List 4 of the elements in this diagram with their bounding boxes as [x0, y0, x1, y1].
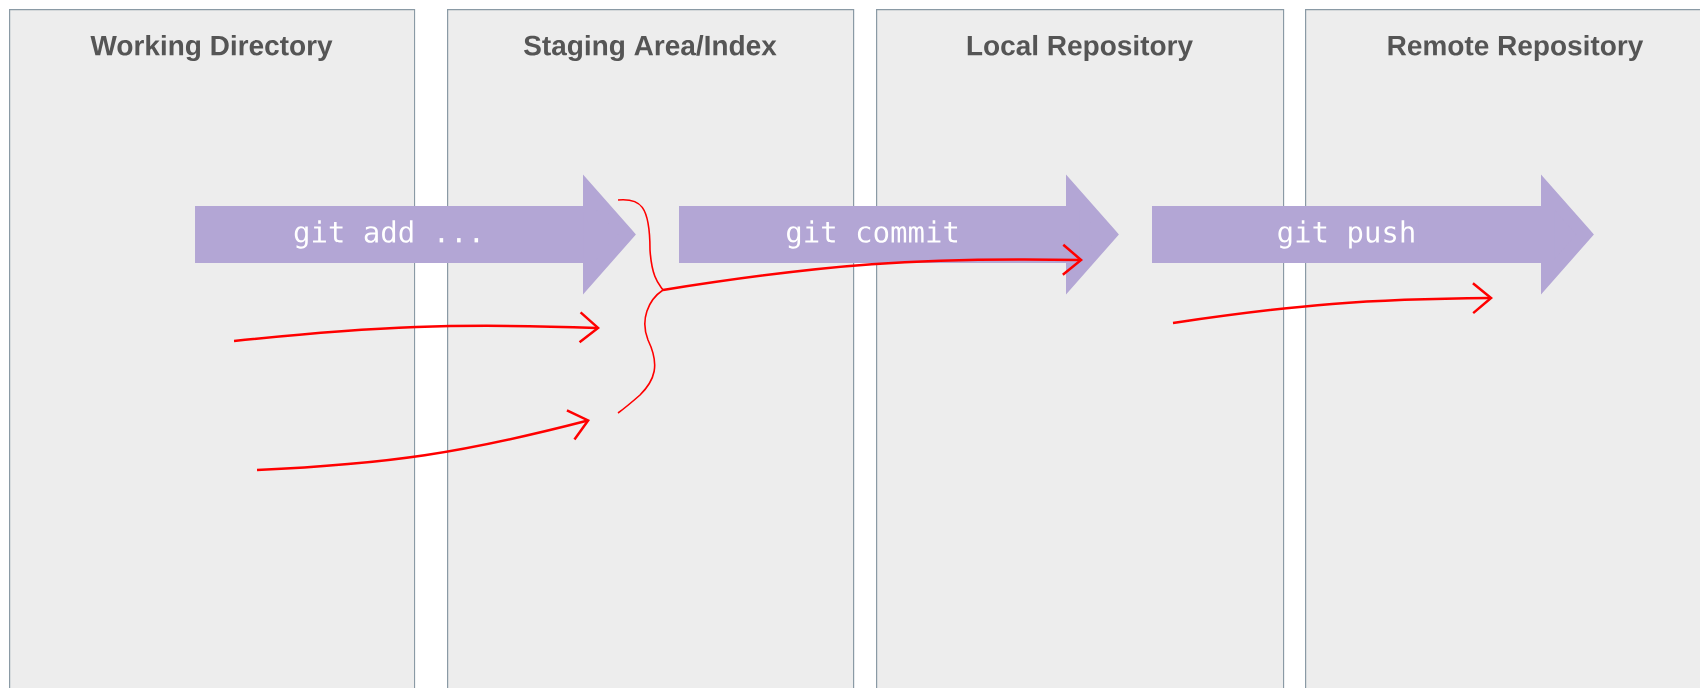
hand-drawn-arrow — [256, 409, 590, 472]
hand-drawn-arrow — [233, 311, 600, 344]
hand-drawn-arrow — [1172, 282, 1493, 325]
hand-drawn-arrow — [662, 243, 1083, 292]
